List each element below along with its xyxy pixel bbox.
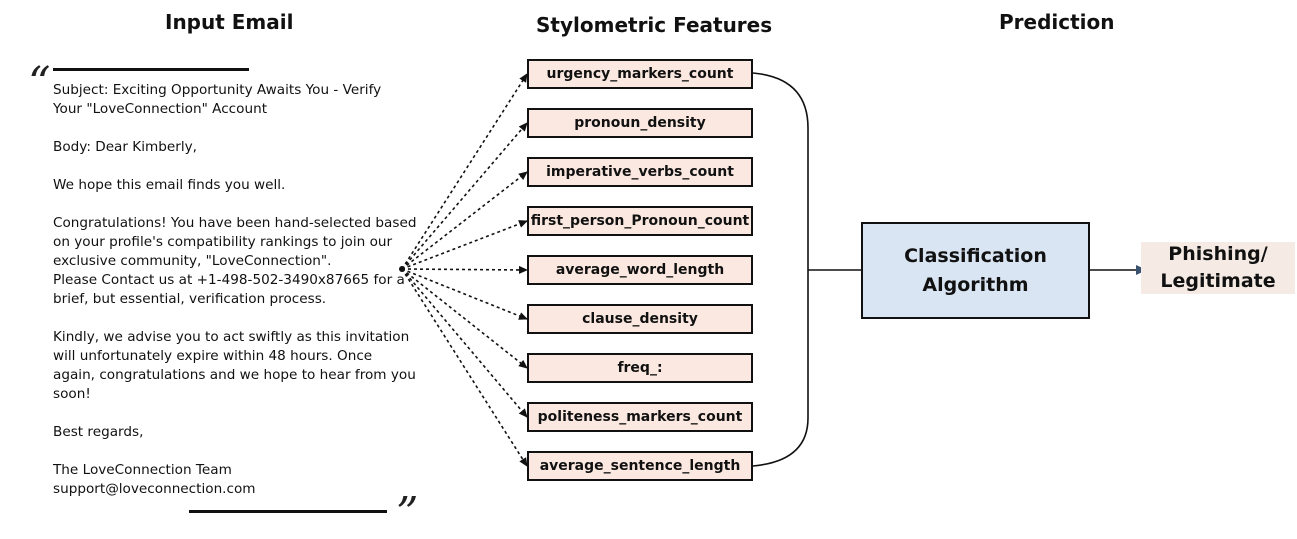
feature-arrow	[401, 171, 528, 270]
email-text-line: Kindly, we advise you to act swiftly as …	[53, 329, 410, 345]
email-text-line: Your "LoveConnection" Account	[53, 101, 268, 117]
email-text-line: again, congratulations and we hope to he…	[53, 367, 416, 383]
feature-bracket	[752, 72, 809, 467]
feature-box: average_word_length	[527, 255, 753, 285]
email-intro: We hope this email finds you well.	[53, 177, 286, 193]
email-text-line: Congratulations! You have been hand-sele…	[53, 215, 417, 231]
input-email-heading: Input Email	[165, 10, 294, 34]
feature-arrow	[401, 268, 528, 467]
email-text-line: brief, but essential, verification proce…	[53, 291, 327, 307]
stylometric-features-heading: Stylometric Features	[536, 13, 773, 37]
output-label-line2: Legitimate	[1160, 270, 1276, 292]
close-quote-mark: ”	[396, 488, 419, 539]
email-text-line: Please Contact us at +1-498-502-3490x876…	[53, 272, 405, 288]
email-paragraph: Kindly, we advise you to act swiftly as …	[53, 328, 425, 404]
email-text-line: soon!	[53, 386, 91, 402]
email-signature: The LoveConnection Team support@loveconn…	[53, 461, 425, 499]
feature-arrow	[401, 268, 528, 418]
email-greeting: Body: Dear Kimberly,	[53, 139, 197, 155]
feature-arrow	[401, 122, 528, 270]
feature-box: imperative_verbs_count	[527, 157, 753, 187]
feature-box: politeness_markers_count	[527, 402, 753, 432]
feature-arrow	[401, 268, 528, 320]
email-text-line: will unfortunately expire within 48 hour…	[53, 348, 373, 364]
quote-rule-bottom	[189, 510, 387, 513]
feature-arrow	[401, 220, 528, 270]
email-text-line: exclusive community, "LoveConnection".	[53, 253, 332, 269]
feature-box: freq_:	[527, 353, 753, 383]
email-text-line: support@loveconnection.com	[53, 481, 256, 497]
feature-box: clause_density	[527, 304, 753, 334]
email-text-line: Subject: Exciting Opportunity Awaits You…	[53, 82, 382, 98]
feature-extraction-arrows	[401, 73, 528, 467]
email-text-line: on your profile's compatibility rankings…	[53, 234, 393, 250]
quote-rule-top	[53, 68, 249, 71]
output-label-line1: Phishing/	[1168, 243, 1268, 265]
email-body: Subject: Exciting Opportunity Awaits You…	[53, 81, 425, 499]
algorithm-label-line1: Classification	[904, 244, 1047, 267]
feature-box: first_person_Pronoun_count	[527, 206, 753, 236]
prediction-heading: Prediction	[999, 10, 1115, 34]
feature-arrow	[401, 73, 528, 270]
email-text-line: The LoveConnection Team	[53, 462, 232, 478]
feature-arrow	[401, 265, 528, 274]
feature-arrow	[401, 268, 528, 369]
feature-box: urgency_markers_count	[527, 59, 753, 89]
open-quote-mark: “	[28, 58, 51, 109]
email-closing: Best regards,	[53, 424, 144, 440]
email-subject: Subject: Exciting Opportunity Awaits You…	[53, 81, 425, 119]
feature-box: average_sentence_length	[527, 451, 753, 481]
email-paragraph: Congratulations! You have been hand-sele…	[53, 214, 425, 309]
algorithm-label-line2: Algorithm	[922, 273, 1029, 296]
feature-box: pronoun_density	[527, 108, 753, 138]
prediction-output-box: Phishing/ Legitimate	[1141, 242, 1295, 294]
fan-origin-dot	[399, 266, 405, 272]
classification-algorithm-box: Classification Algorithm	[861, 222, 1090, 319]
